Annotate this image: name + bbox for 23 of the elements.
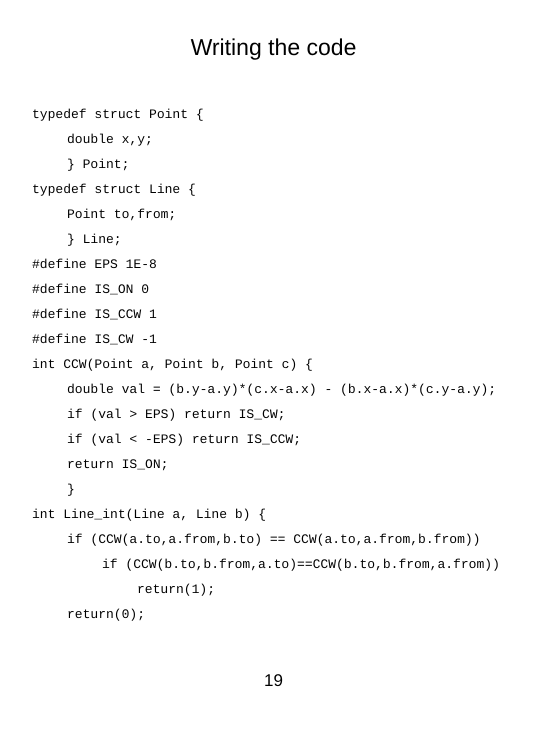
code-line: if (CCW(b.to,b.from,a.to)==CCW(b.to,b.from,a.from)) — [102, 557, 500, 573]
code-line: #define IS_CCW 1 — [32, 307, 157, 323]
page-number: 19 — [263, 671, 284, 691]
code-line: if (CCW(a.to,a.from,b.to) == CCW(a.to,a.from,b.from)) — [67, 532, 480, 548]
code-line: if (val < -EPS) return IS_CCW; — [67, 432, 302, 448]
code-line: double x,y; — [67, 132, 153, 148]
code-line: #define EPS 1E-8 — [32, 257, 157, 273]
code-line: } Line; — [67, 232, 122, 248]
code-line: #define IS_CW -1 — [32, 332, 157, 348]
code-line: Point to,from; — [67, 207, 176, 223]
code-line: typedef struct Line { — [32, 182, 196, 198]
code-line: double val = (b.y-a.y)*(c.x-a.x) - (b.x-a.x)*(c.y-a.y); — [67, 382, 496, 398]
code-line: typedef struct Point { — [32, 107, 204, 123]
code-line: return(0); — [67, 607, 146, 623]
code-line: #define IS_ON 0 — [32, 282, 150, 298]
code-line: return IS_ON; — [67, 457, 168, 473]
code-line: if (val > EPS) return IS_CW; — [67, 407, 286, 423]
code-line: } Point; — [67, 157, 130, 173]
code-line: return(1); — [137, 582, 216, 598]
code-line: int Line_int(Line a, Line b) { — [32, 507, 266, 523]
code-line: } — [67, 482, 75, 498]
code-line: int CCW(Point a, Point b, Point c) { — [32, 357, 313, 373]
slide-title: Writing the code — [190, 34, 358, 61]
